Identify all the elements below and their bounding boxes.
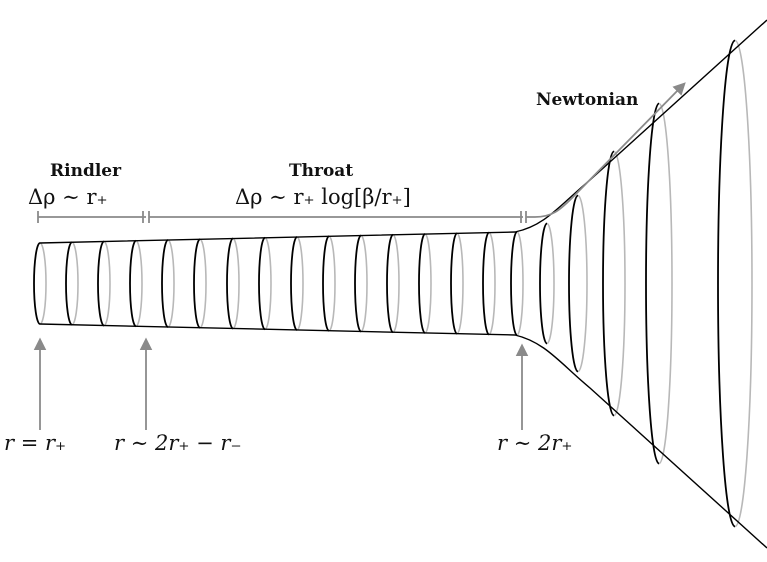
horizon-marker-label: r = r₊ [4,431,66,455]
ring-back-arc [456,232,464,335]
ring-front-arc [354,234,362,333]
ring-front-arc [97,240,105,327]
lower-outline [39,323,767,549]
ring-front-arc [450,232,458,335]
ring-front-arc [510,231,518,336]
ring-back-arc [734,39,753,528]
ring-front-arc [482,231,490,336]
rindler-scale: Δρ ∼ r₊ [28,185,108,209]
ring-front-arc [539,222,548,345]
ring-back-arc [135,239,143,328]
front-rings [33,39,736,528]
ring-back-arc [232,237,240,330]
ring-back-arc [658,102,673,465]
upper-outline [39,19,767,244]
ring-back-arc [577,194,588,373]
ring-back-arc [199,238,207,329]
ring-back-arc [296,236,304,331]
ring-front-arc [161,239,169,328]
ring-back-arc [516,231,524,336]
ring-back-arc [392,234,400,333]
ring-front-arc [258,236,266,331]
ring-front-arc [129,239,137,328]
throat-scale: Δρ ∼ r₊ log[β/r₊] [235,185,411,209]
ring-back-arc [39,242,47,325]
rindler-title: Rindler [50,161,122,181]
ring-back-arc [613,150,626,417]
ring-back-arc [424,233,432,334]
ring-front-arc [568,194,579,373]
ring-back-arc [71,241,79,326]
ring-front-arc [290,236,298,331]
ring-back-arc [103,240,111,327]
ring-front-arc [33,242,41,325]
ring-back-arc [488,231,496,336]
ring-back-arc [328,235,336,332]
ring-front-arc [717,39,736,528]
ring-front-arc [322,235,330,332]
throat-bracket [148,211,523,223]
ring-front-arc [226,237,234,330]
throat-edge-marker-label: r ∼ 2r₊ [497,431,572,455]
newtonian-title: Newtonian [536,90,638,110]
ring-front-arc [602,150,615,417]
ring-back-arc [360,234,368,333]
ring-front-arc [645,102,660,465]
throat-title: Throat [289,161,353,181]
newtonian-arrow [525,82,686,223]
ring-front-arc [65,241,73,326]
ring-back-arc [546,222,555,345]
ring-front-arc [418,233,426,334]
surface-outline [39,19,767,549]
back-rings [39,39,753,528]
ring-front-arc [193,238,201,329]
ring-back-arc [167,239,175,328]
rindler-edge-marker-label: r ∼ 2r₊ − r₋ [114,431,242,455]
rindler-bracket [37,211,146,223]
ring-back-arc [264,236,272,331]
ring-front-arc [386,233,394,334]
